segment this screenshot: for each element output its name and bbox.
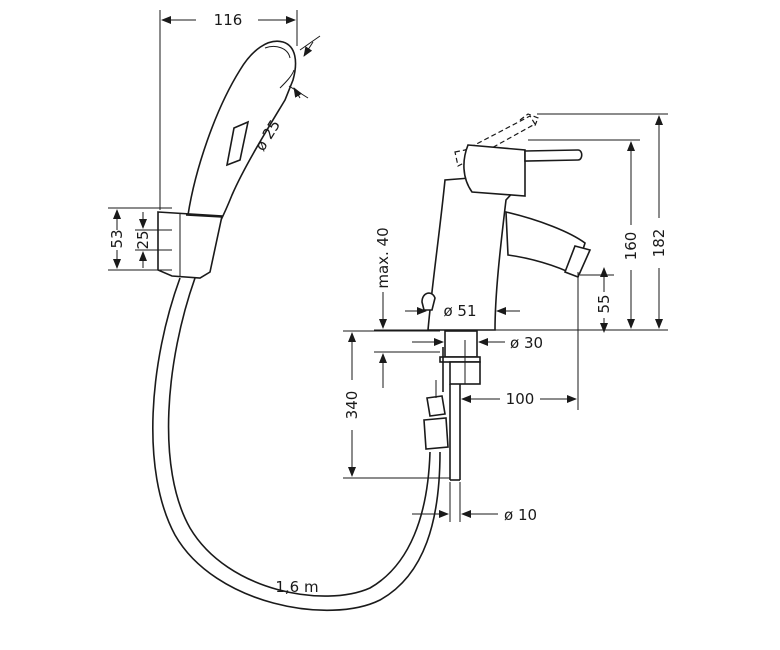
label-55: 55 (595, 294, 613, 313)
label-182: 182 (650, 229, 668, 258)
label-53: 53 (108, 229, 126, 248)
dimension-base-diameter: ø 51 (405, 302, 520, 320)
dimension-heights: 160 182 (440, 113, 668, 331)
dimension-handshower-length: 116 (159, 10, 298, 210)
label-shank-diameter: ø 30 (510, 334, 543, 352)
tap-shank (423, 330, 481, 481)
label-160: 160 (622, 232, 640, 261)
hand-shower (187, 40, 297, 223)
label-100: 100 (506, 390, 535, 408)
label-base-diameter: ø 51 (443, 302, 476, 320)
label-340: 340 (343, 391, 361, 420)
label-hose-length: 1,6 m (275, 578, 318, 596)
dimension-connection-length: 340 (343, 330, 450, 479)
shower-hose (152, 277, 441, 612)
label-max-40: max. 40 (374, 227, 392, 288)
dimension-shank-diameter: ø 30 (412, 334, 543, 352)
mixer-tap (421, 113, 592, 331)
label-116: 116 (214, 11, 243, 29)
dimension-holder-height: 53 25 (108, 207, 172, 271)
dimension-spout-projection: 100 (461, 272, 579, 410)
dimension-outlet-height: 55 (580, 267, 614, 333)
label-hose-diameter: ø 10 (504, 506, 537, 524)
wall-holder (157, 211, 223, 279)
dimension-max-deck: max. 40 (374, 227, 440, 388)
label-25: 25 (134, 230, 152, 249)
dimension-hose-diameter: ø 10 (412, 482, 537, 524)
